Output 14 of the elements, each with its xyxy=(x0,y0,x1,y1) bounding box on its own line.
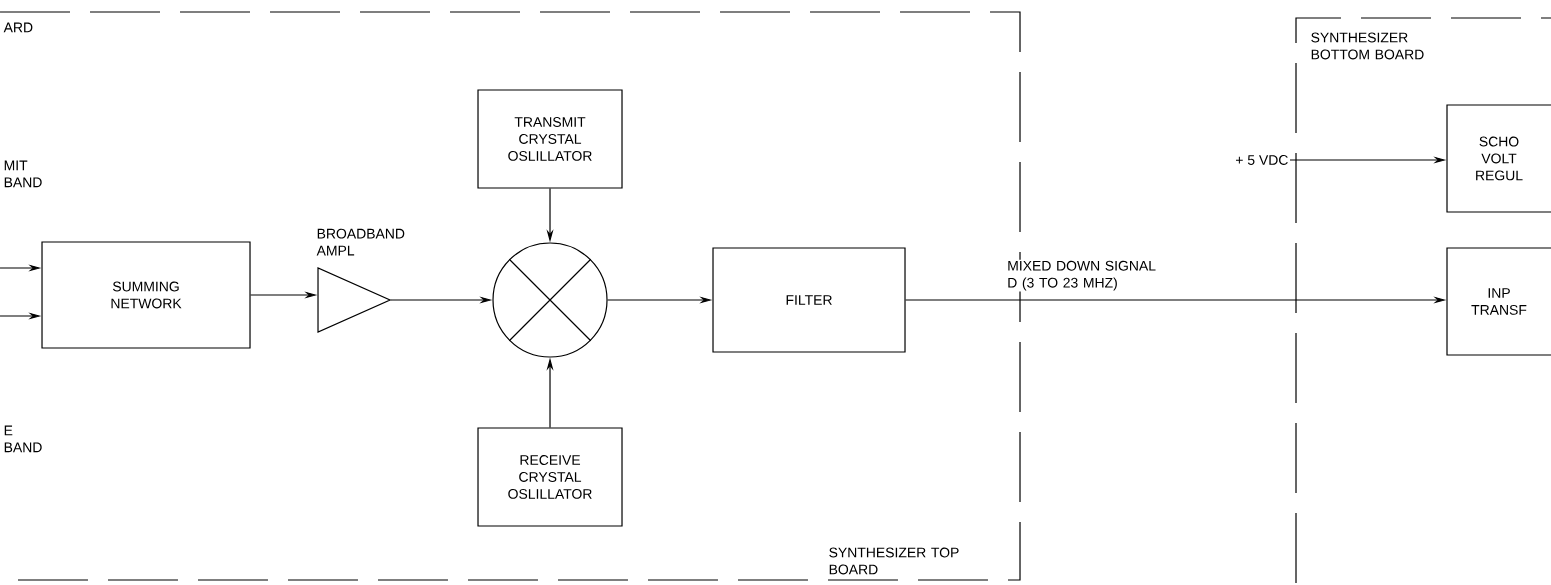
edge-label: MIXED DOWN SIGNAL D (3 TO 23 MHZ) xyxy=(1006,259,1159,292)
board-label: E BAND xyxy=(4,425,42,453)
board-label: MIT BAND xyxy=(4,160,42,188)
block-box: RECEIVE CRYSTAL OSLILLATOR xyxy=(477,427,623,527)
board-label: ARD xyxy=(3,22,33,33)
block-box: INP TRANSF xyxy=(1446,247,1551,356)
amplifier-triangle: BROADBAND AMPL xyxy=(316,228,405,333)
mixer-circle xyxy=(492,242,608,358)
supply-label: + 5 VDC xyxy=(1236,155,1288,165)
block-box: SUMMING NETWORK xyxy=(41,241,251,349)
block-box: TRANSMIT CRYSTAL OSLILLATOR xyxy=(477,89,623,189)
block-box: FILTER xyxy=(712,247,906,353)
node-label: BROADBAND AMPL xyxy=(316,228,405,256)
block-box: SCHO VOLT REGUL xyxy=(1446,104,1551,213)
